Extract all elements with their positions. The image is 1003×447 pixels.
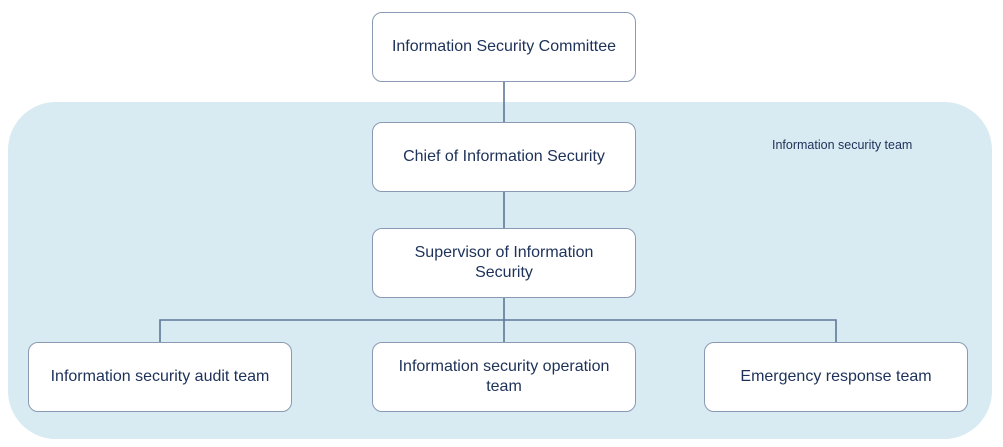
node-label: Information Security Committee [391, 38, 617, 55]
edge-supervisor-emergency [504, 319, 837, 342]
node-chief-of-information-security: Chief of Information Security [372, 122, 636, 192]
node-label: Supervisor of Information Security [414, 244, 594, 281]
node-supervisor-of-information-security: Supervisor of Information Security [372, 228, 636, 298]
edge-supervisor-audit [159, 319, 504, 342]
region-label: Information security team [772, 138, 913, 152]
node-emergency-response-team: Emergency response team [704, 342, 968, 412]
node-label: Emergency response team [740, 368, 932, 385]
node-information-security-operation-team: Information security operation team [372, 342, 636, 412]
node-label: Chief of Information Security [403, 148, 605, 165]
node-information-security-committee: Information Security Committee [372, 12, 636, 82]
node-label: Information security operation team [398, 358, 610, 395]
node-label: Information security audit team [50, 368, 270, 385]
node-information-security-audit-team: Information security audit team [28, 342, 292, 412]
